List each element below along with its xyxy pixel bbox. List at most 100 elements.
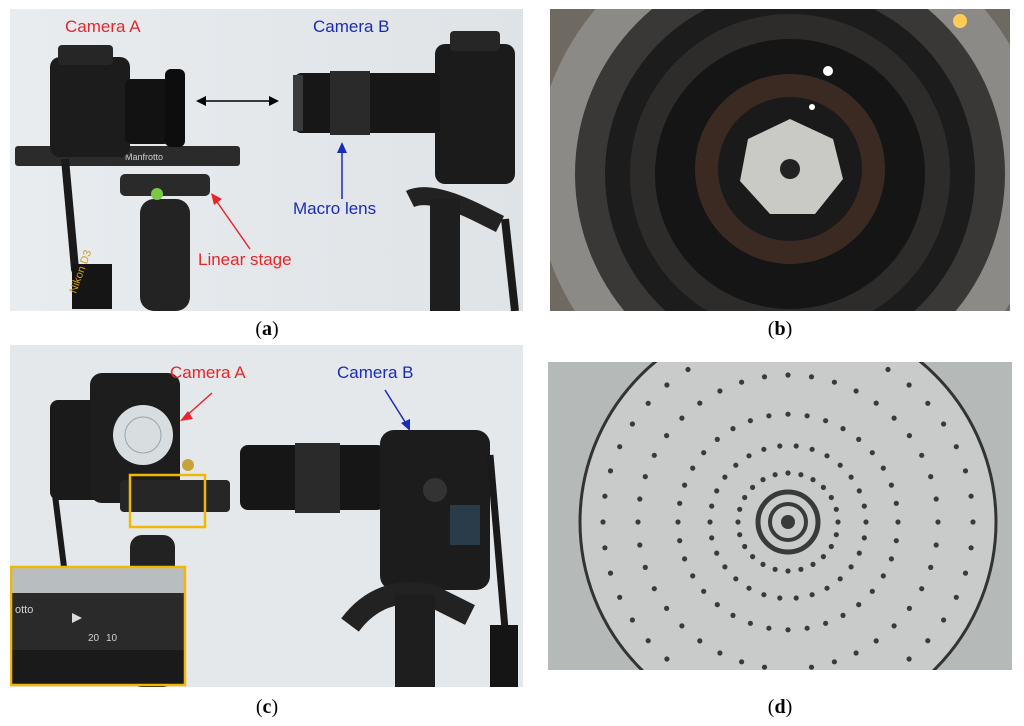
- target-dot: [828, 494, 834, 501]
- camera-b-label: Camera B: [313, 17, 390, 36]
- target-dot: [823, 620, 829, 626]
- target-dot: [651, 586, 657, 592]
- target-dot: [840, 426, 846, 432]
- target-dot: [906, 605, 912, 611]
- target-dot: [709, 503, 715, 509]
- target-dot: [941, 421, 947, 427]
- target-dot: [856, 488, 862, 494]
- target-dot: [761, 592, 767, 598]
- panel-c-photo: otto 20 10 Camera A Camera B: [10, 345, 523, 687]
- target-dot: [933, 496, 939, 502]
- target-dot: [697, 638, 703, 644]
- svg-text:otto: otto: [15, 604, 33, 616]
- camera-a-body: [50, 57, 130, 157]
- target-dot: [645, 638, 651, 644]
- target-dot: [750, 484, 756, 490]
- panel-a-scene: Manfrotto Nikon D3: [10, 9, 523, 311]
- target-dot: [651, 452, 657, 458]
- target-dot: [777, 443, 783, 449]
- target-dot: [840, 612, 846, 618]
- target-dot: [861, 535, 867, 541]
- target-dot: [824, 453, 830, 459]
- target-dot: [785, 411, 791, 417]
- target-dot: [717, 388, 723, 394]
- target-dot: [722, 564, 728, 570]
- target-dot: [760, 561, 766, 567]
- target-dot: [733, 576, 739, 582]
- target-dot: [891, 623, 897, 629]
- macro-lens-label: Macro lens: [293, 199, 377, 218]
- target-dot: [785, 627, 791, 633]
- svg-text:20: 20: [88, 633, 100, 644]
- target-dot: [642, 474, 648, 480]
- target-dot: [717, 650, 723, 656]
- zoom-highlight-box: [128, 473, 207, 529]
- target-dot: [804, 625, 810, 631]
- caption-c: (c): [255, 696, 279, 718]
- target-dot: [824, 585, 830, 591]
- caption-a: (a): [255, 318, 279, 340]
- target-dot: [848, 564, 854, 570]
- target-dot: [714, 436, 720, 442]
- target-dot: [962, 468, 969, 474]
- target-dot: [735, 519, 741, 525]
- target-dot: [642, 564, 648, 570]
- target-dot: [919, 586, 925, 592]
- target-dot: [848, 474, 854, 480]
- target-dot: [664, 605, 670, 611]
- target-dot: [808, 664, 815, 670]
- target-dot: [835, 519, 841, 525]
- target-dot: [675, 519, 681, 525]
- target-dot: [747, 620, 753, 626]
- target-dot: [928, 564, 934, 570]
- target-dot: [809, 592, 815, 598]
- target-dot: [833, 532, 839, 538]
- target-dot: [682, 482, 688, 488]
- target-dot: [679, 623, 685, 629]
- target-dot: [953, 594, 959, 600]
- target-dot: [664, 433, 670, 439]
- target-dot: [677, 538, 683, 544]
- target-dot: [785, 470, 791, 476]
- target-dot: [906, 656, 912, 662]
- target-dot: [701, 450, 707, 456]
- target-dot: [635, 519, 641, 525]
- target-dot: [761, 446, 767, 452]
- target-dot: [863, 519, 869, 525]
- target-dot: [906, 433, 912, 439]
- target-dot: [664, 382, 670, 388]
- target-dot: [679, 415, 685, 421]
- target-dot: [645, 400, 651, 406]
- target-dot: [809, 446, 815, 452]
- target-dot: [747, 418, 753, 424]
- target-dot: [880, 573, 886, 579]
- target-dot: [891, 415, 897, 421]
- target-dot: [925, 400, 931, 406]
- target-dot: [810, 561, 816, 567]
- dot-rings: [600, 366, 976, 670]
- target-dot: [853, 388, 859, 394]
- target-dot: [893, 538, 899, 544]
- target-dot: [873, 638, 879, 644]
- target-dot: [885, 366, 891, 373]
- target-dot: [733, 462, 739, 468]
- target-dot: [968, 493, 974, 499]
- target-dot: [750, 554, 756, 560]
- target-dot: [629, 617, 635, 623]
- target-dot: [856, 550, 862, 556]
- target-dot: [856, 436, 862, 442]
- target-dot: [677, 500, 683, 506]
- target-dot: [722, 474, 728, 480]
- target-dot: [772, 472, 778, 478]
- camera-b-label: Camera B: [337, 363, 414, 382]
- target-dot: [602, 493, 608, 499]
- target-dot: [761, 374, 768, 380]
- target-dot: [831, 659, 837, 665]
- target-dot: [837, 576, 843, 582]
- target-dot: [742, 543, 748, 550]
- camera-b-body: [435, 44, 515, 184]
- target-dot: [607, 468, 614, 474]
- target-dot: [793, 595, 799, 601]
- target-dot: [928, 474, 934, 480]
- target-dot: [637, 496, 643, 502]
